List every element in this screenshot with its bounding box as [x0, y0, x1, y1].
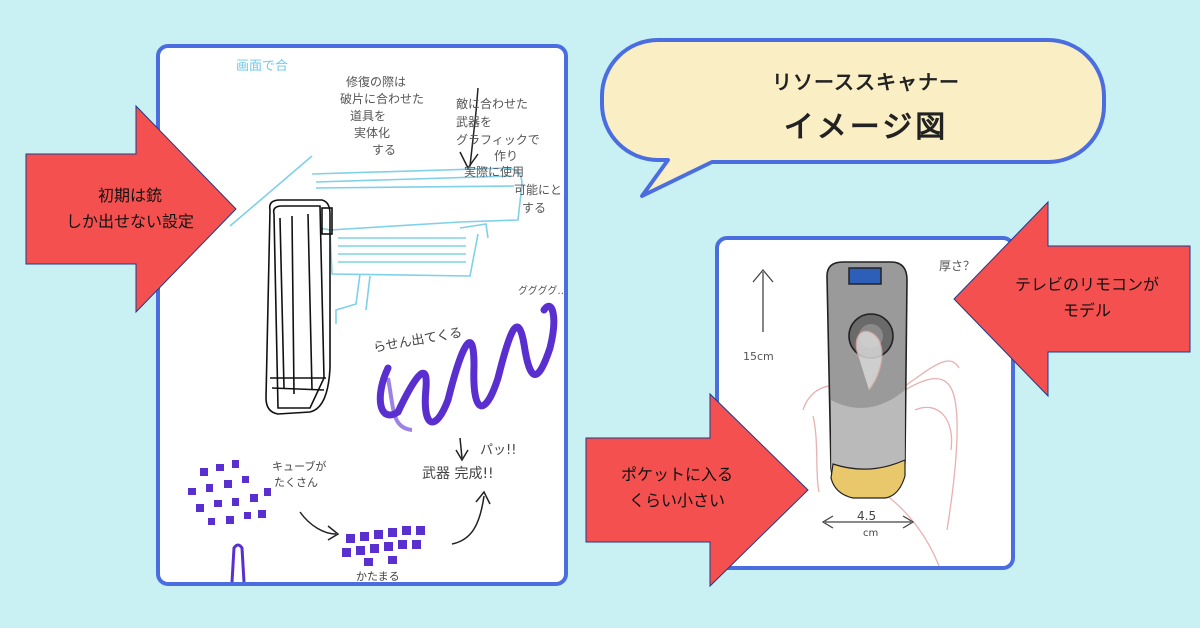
scanner-device-sketch	[265, 199, 333, 415]
svg-text:実際に使用: 実際に使用	[464, 164, 524, 179]
width-unit-label: cm	[863, 528, 878, 539]
sketch-note-top: 画面で合	[236, 59, 288, 74]
bubble-title-line2: イメージ図	[783, 110, 949, 145]
callout-label-initial-gun: 初期は銃 しか出せない設定	[30, 154, 230, 264]
sketch-note-cubes-1: キューブが	[272, 459, 326, 473]
callout-arrow-pocket-size: ポケットに入る くらい小さい	[584, 392, 810, 588]
left-pointing-arrow-icon	[953, 200, 1191, 398]
hand-sketch	[802, 360, 960, 566]
width-arrow	[821, 515, 915, 529]
sketch-note-complete: 武器 完成!!	[422, 466, 494, 482]
svg-text:する: する	[522, 201, 546, 215]
svg-text:修復の際は: 修復の際は	[346, 74, 406, 89]
svg-text:作り: 作り	[494, 149, 518, 163]
callout-line: くらい小さい	[628, 491, 725, 510]
callout-line: 初期は銃	[97, 186, 162, 205]
title-speech-bubble: リソーススキャナー イメージ図	[598, 36, 1108, 200]
remote-bottom-cap	[830, 459, 906, 499]
sketch-note-scribble: ググググ…	[518, 284, 564, 297]
remote-scan-window	[848, 267, 882, 285]
cube-cluster-left	[188, 460, 271, 525]
thickness-label: 厚さ？	[939, 259, 975, 273]
svg-text:武器を: 武器を	[456, 115, 492, 129]
left-sketch-panel: 画面で合 修復の際は 破片に合わせた 道具を 実体化 する 敵に合わせた 武器を…	[156, 44, 568, 586]
callout-arrow-initial-gun: 初期は銃 しか出せない設定	[24, 104, 238, 314]
width-value-label: 4.5	[857, 509, 876, 523]
svg-text:道具を: 道具を	[350, 109, 386, 123]
callout-line: しか出せない設定	[65, 212, 194, 231]
svg-text:破片に合わせた: 破片に合わせた	[340, 91, 424, 106]
spiral-sketch	[376, 302, 558, 426]
callout-line: モデル	[1062, 301, 1111, 320]
length-label: 15cm	[743, 350, 774, 363]
sketch-note-repair: 修復の際は 破片に合わせた 道具を 実体化 する	[340, 74, 424, 157]
callout-line: ポケットに入る	[620, 465, 733, 484]
gun-transform-sketch: 画面で合 修復の際は 破片に合わせた 道具を 実体化 する 敵に合わせた 武器を…	[188, 59, 564, 582]
right-pointing-arrow-icon	[585, 392, 809, 588]
callout-label-remote-model: テレビのリモコンが モデル	[982, 246, 1192, 350]
sketch-note-pop: パッ!!	[480, 443, 516, 458]
bubble-title-line1: リソーススキャナー	[772, 70, 960, 94]
sketch-note-weapon: 敵に合わせた 武器を グラフィックで 作り 実際に使用 可能にと する	[456, 96, 562, 215]
svg-text:可能にと: 可能にと	[514, 183, 562, 197]
callout-arrow-remote-model: テレビのリモコンが モデル	[952, 200, 1192, 398]
sketch-note-bottom: かたまる	[356, 570, 400, 582]
svg-text:実体化: 実体化	[354, 125, 390, 140]
svg-text:する: する	[372, 143, 396, 157]
sketch-note-cubes-2: たくさん	[274, 476, 318, 489]
cube-cluster-middle	[342, 526, 425, 566]
right-pointing-arrow-icon	[25, 104, 237, 314]
remote-hand-sketch: 15cm 厚さ？ 4.5 cm	[743, 259, 975, 566]
flow-arrows	[299, 87, 491, 545]
svg-text:敵に合わせた: 敵に合わせた	[456, 96, 528, 111]
sketch-note-spiral: らせん出てくる	[372, 326, 463, 356]
callout-label-pocket-size: ポケットに入る くらい小さい	[584, 436, 770, 540]
svg-text:グラフィックで: グラフィックで	[456, 133, 540, 147]
height-arrow	[752, 268, 774, 332]
pistol-outline	[229, 155, 523, 324]
speech-bubble-shape	[600, 38, 1106, 198]
callout-line: テレビのリモコンが	[1014, 275, 1159, 294]
